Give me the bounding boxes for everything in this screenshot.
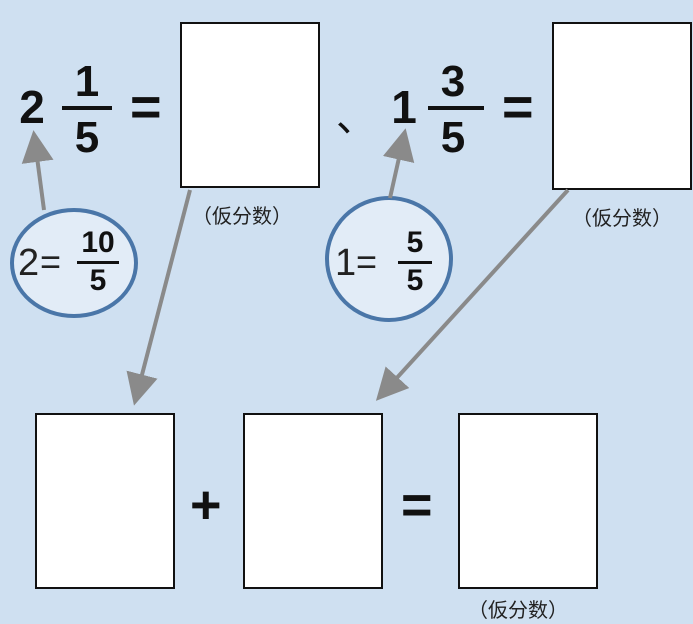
plus-sign: + [190, 475, 222, 535]
arrow-box-left-to-addend [126, 189, 192, 406]
hint-right-fraction-bar [398, 261, 432, 264]
equals-sign-bottom: = [401, 475, 433, 535]
hint-right-numerator: 5 [406, 226, 424, 259]
hint-left-denominator: 5 [89, 264, 107, 297]
fraction-bar-left [62, 106, 112, 110]
improper-fraction-note-right: （仮分数） [572, 206, 672, 230]
hint-right-whole: 1 [335, 242, 357, 284]
hint-left-fraction-bar [77, 261, 119, 264]
fraction-numerator-left: 1 [74, 57, 100, 106]
arrow-hint-left-to-whole [21, 130, 54, 211]
fraction-numerator-right: 3 [440, 57, 466, 106]
hint-left-whole: 2 [18, 242, 40, 284]
equals-sign-left: = [130, 77, 162, 137]
improper-fraction-note-left: （仮分数） [192, 204, 292, 228]
hint-right-equals: = [356, 241, 378, 282]
hint-left-numerator: 10 [81, 226, 115, 259]
answer-box-improper-right[interactable] [552, 22, 692, 190]
hint-left-equals: = [40, 241, 62, 282]
fraction-bar-right [428, 106, 484, 110]
sum-box[interactable] [458, 413, 598, 589]
mixed-number-whole-left: 2 [19, 81, 45, 133]
fraction-denominator-right: 5 [440, 113, 466, 162]
improper-fraction-note-bottom: （仮分数） [468, 598, 568, 622]
addend-box-left[interactable] [35, 413, 175, 589]
hint-circle-right [325, 196, 453, 322]
arrow-hint-right-to-whole [383, 128, 415, 199]
fraction-denominator-left: 5 [74, 113, 100, 162]
equals-sign-right: = [502, 77, 534, 137]
mixed-number-whole-right: 1 [391, 81, 417, 133]
separator-comma: 、 [336, 96, 376, 140]
addend-box-right[interactable] [243, 413, 383, 589]
arrow-box-right-to-addend [375, 188, 570, 401]
answer-box-improper-left[interactable] [180, 22, 320, 188]
hint-right-denominator: 5 [406, 264, 424, 297]
